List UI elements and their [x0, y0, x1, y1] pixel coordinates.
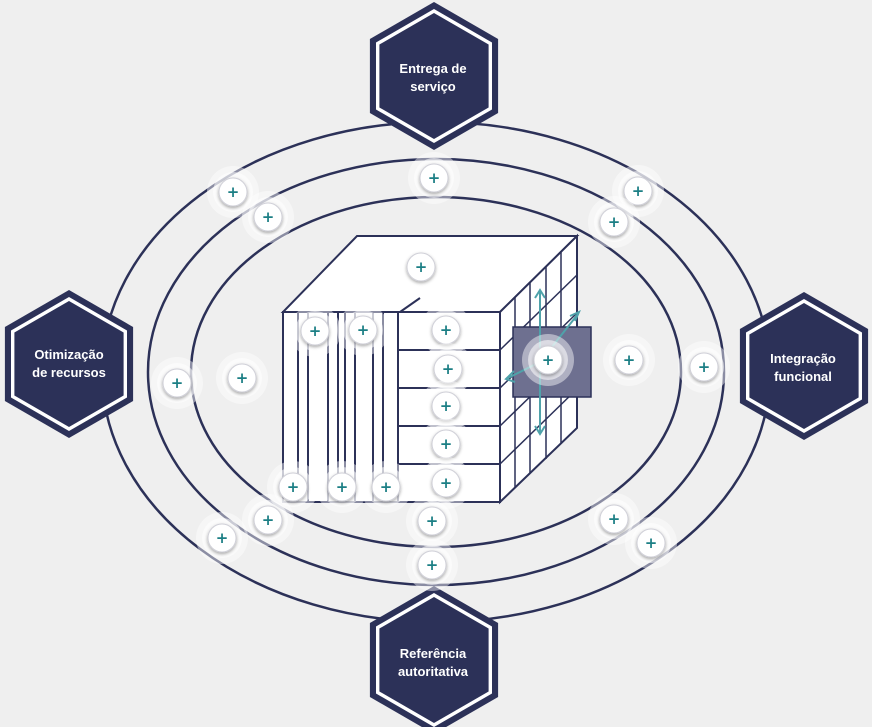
plus-icon: + [632, 182, 645, 200]
hotspot-plus-button[interactable]: + [337, 304, 389, 356]
hotspot-plus-button[interactable]: + [267, 461, 319, 513]
hotspot-plus-button[interactable]: + [207, 166, 259, 218]
plus-icon: + [440, 321, 453, 339]
plus-icon: + [426, 556, 439, 574]
plus-icon: + [262, 511, 275, 529]
hub-left [4, 290, 134, 438]
hotspot-button-circle[interactable] [431, 315, 461, 345]
hotspot-button-circle[interactable] [689, 352, 719, 382]
hotspot-button-circle[interactable] [300, 316, 330, 346]
plus-icon: + [440, 397, 453, 415]
hotspot-plus-button[interactable]: + [360, 461, 412, 513]
hotspot-plus-button[interactable]: + [420, 457, 472, 509]
hotspot-plus-button[interactable]: + [151, 357, 203, 409]
plus-icon: + [542, 351, 555, 369]
hotspot-button-circle[interactable] [417, 506, 447, 536]
plus-icon: + [442, 360, 455, 378]
hotspot-plus-button[interactable]: + [422, 343, 474, 395]
plus-icon: + [440, 474, 453, 492]
cube-blades [297, 311, 399, 503]
hotspot-button-circle[interactable] [417, 550, 447, 580]
hotspot-plus-button[interactable]: + [196, 512, 248, 564]
plus-icon: + [216, 529, 229, 547]
hub-bottom-inner-hexagon [379, 597, 489, 723]
hub-left-inner-hexagon [14, 301, 124, 427]
hotspot-plus-button[interactable]: + [625, 517, 677, 569]
hotspot-button-circle[interactable] [406, 252, 436, 282]
hotspot-button-circle[interactable] [599, 504, 629, 534]
hotspot-plus-button[interactable]: + [420, 304, 472, 356]
hotspot-button-circle[interactable] [327, 472, 357, 502]
hotspot-plus-button[interactable]: + [395, 241, 447, 293]
hotspot-button-circle[interactable] [623, 176, 653, 206]
plus-icon: + [309, 322, 322, 340]
hotspot-plus-button[interactable]: + [406, 495, 458, 547]
hotspot-button-circle[interactable] [162, 368, 192, 398]
plus-icon: + [236, 369, 249, 387]
plus-icon: + [262, 208, 275, 226]
hotspot-button-circle[interactable] [431, 391, 461, 421]
hotspot-button-circle[interactable] [636, 528, 666, 558]
hotspot-plus-button[interactable]: + [406, 539, 458, 591]
hub-right-inner-hexagon [749, 303, 859, 429]
hub-right [739, 292, 869, 440]
hotspot-plus-button[interactable]: + [316, 461, 368, 513]
hotspot-button-circle[interactable] [533, 345, 563, 375]
plus-icon: + [426, 512, 439, 530]
plus-icon: + [415, 258, 428, 276]
hotspot-button-circle[interactable] [433, 354, 463, 384]
plus-icon: + [608, 213, 621, 231]
hotspot-button-circle[interactable] [227, 363, 257, 393]
hotspots: + + + + + + + + + + + + + + + + + + + + + + + + + + + [151, 152, 730, 591]
hotspot-button-circle[interactable] [419, 163, 449, 193]
plus-icon: + [698, 358, 711, 376]
plus-icon: + [428, 169, 441, 187]
hotspot-plus-button[interactable]: + [420, 380, 472, 432]
hotspot-plus-button[interactable]: + [603, 334, 655, 386]
hotspot-button-circle[interactable] [431, 429, 461, 459]
hub-top-inner-hexagon [379, 13, 489, 139]
plus-icon: + [357, 321, 370, 339]
hotspot-plus-button[interactable]: + [408, 152, 460, 204]
plus-icon: + [645, 534, 658, 552]
hotspot-button-circle[interactable] [207, 523, 237, 553]
hotspot-plus-button[interactable]: + [289, 305, 341, 357]
plus-icon: + [171, 374, 184, 392]
hub-top [369, 2, 499, 150]
hub-bottom [369, 586, 499, 727]
hotspot-button-circle[interactable] [253, 202, 283, 232]
hotspot-button-circle[interactable] [371, 472, 401, 502]
hotspot-button-circle[interactable] [431, 468, 461, 498]
hotspot-plus-button[interactable]: + [216, 352, 268, 404]
hotspot-button-circle[interactable] [278, 472, 308, 502]
hotspot-plus-button[interactable]: + [242, 191, 294, 243]
hotspot-plus-button[interactable]: + [612, 165, 664, 217]
plus-icon: + [608, 510, 621, 528]
plus-icon: + [380, 478, 393, 496]
hotspot-plus-button[interactable]: + [678, 341, 730, 393]
hotspot-button-circle[interactable] [218, 177, 248, 207]
hotspot-plus-button[interactable]: + [588, 493, 640, 545]
plus-icon: + [440, 435, 453, 453]
hotspot-plus-button[interactable]: + [588, 196, 640, 248]
plus-icon: + [227, 183, 240, 201]
hotspot-button-circle[interactable] [614, 345, 644, 375]
hotspot-button-circle[interactable] [348, 315, 378, 345]
hotspot-button-circle[interactable] [253, 505, 283, 535]
plus-icon: + [287, 478, 300, 496]
plus-icon: + [336, 478, 349, 496]
hotspot-button-circle[interactable] [599, 207, 629, 237]
cube-top-slot [399, 297, 421, 313]
hotspot-plus-button[interactable]: + [420, 418, 472, 470]
hubs [4, 2, 869, 727]
plus-icon: + [623, 351, 636, 369]
hotspot-plus-button[interactable]: + [522, 334, 574, 386]
hotspot-plus-button[interactable]: + [242, 494, 294, 546]
